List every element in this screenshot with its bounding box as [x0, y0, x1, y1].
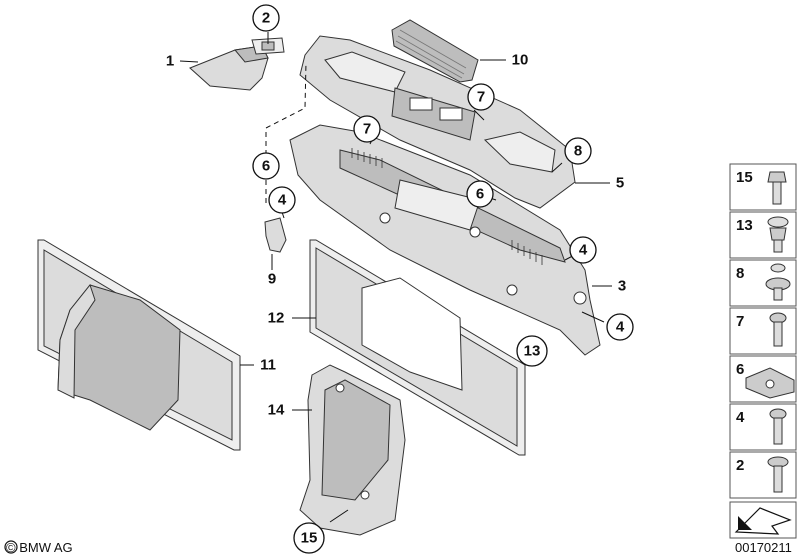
callout-7-left[interactable]: 7: [353, 115, 381, 143]
svg-text:2: 2: [262, 10, 270, 27]
legend-item-8[interactable]: 8: [729, 259, 797, 307]
washer-screw-icon: [767, 456, 789, 493]
hex-bolt-icon: [767, 171, 787, 205]
svg-text:7: 7: [477, 89, 485, 106]
svg-text:13: 13: [524, 343, 541, 360]
svg-text:8: 8: [574, 143, 582, 160]
part-11-side-panel: [37, 239, 241, 451]
diagram-number: 00170211: [735, 540, 792, 555]
callout-6-centre[interactable]: 6: [466, 180, 494, 208]
svg-text:14: 14: [268, 402, 285, 419]
legend-item-6[interactable]: 6: [729, 355, 797, 403]
part-12-floor-panel: [309, 239, 526, 456]
svg-text:4: 4: [579, 242, 588, 259]
expanding-rivet-icon: [767, 216, 789, 253]
callout-13[interactable]: 13: [516, 335, 548, 367]
part-14-side-bracket: [299, 364, 406, 536]
callout-7-top[interactable]: 7: [467, 83, 495, 111]
legend-item-4[interactable]: 4: [729, 403, 797, 451]
part-2-clip: [251, 37, 285, 55]
callout-11[interactable]: 11: [260, 357, 276, 374]
svg-text:15: 15: [301, 530, 318, 547]
callout-4-lower[interactable]: 4: [606, 313, 634, 341]
callout-12[interactable]: 12: [268, 310, 285, 327]
footer: © BMW AG 00170211: [4, 540, 792, 555]
callout-15[interactable]: 15: [293, 522, 325, 554]
part-3-cross-member: [289, 124, 601, 356]
svg-text:7: 7: [736, 313, 744, 330]
legend-item-7[interactable]: 7: [729, 307, 797, 355]
spring-nut-icon: [745, 367, 795, 399]
push-clip-icon: [765, 263, 791, 301]
torx-screw-icon: [769, 408, 787, 445]
legend-item-13[interactable]: 13: [729, 211, 797, 259]
svg-text:4: 4: [736, 409, 745, 426]
svg-text:1: 1: [166, 53, 174, 70]
callout-10[interactable]: 10: [512, 52, 529, 69]
screw-icon: [769, 312, 787, 347]
svg-text:8: 8: [736, 265, 744, 282]
part-5-upper-trim: [299, 35, 576, 209]
svg-text:7: 7: [363, 121, 371, 138]
svg-text:3: 3: [618, 278, 626, 295]
svg-text:6: 6: [262, 158, 270, 175]
callout-1[interactable]: 1: [166, 53, 174, 70]
svg-text:4: 4: [278, 192, 287, 209]
svg-text:2: 2: [736, 457, 744, 474]
svg-text:12: 12: [268, 310, 285, 327]
svg-text:5: 5: [616, 175, 624, 192]
nav-arrow-icon[interactable]: [729, 501, 797, 539]
copyright-text: © BMW AG: [6, 540, 73, 555]
svg-text:9: 9: [268, 271, 276, 288]
callout-6-left[interactable]: 6: [252, 152, 280, 180]
svg-text:15: 15: [736, 169, 753, 186]
svg-text:6: 6: [476, 186, 484, 203]
svg-text:13: 13: [736, 217, 753, 234]
callout-5[interactable]: 5: [616, 175, 624, 192]
callout-8[interactable]: 8: [564, 137, 592, 165]
fastener-legend: 15 13 8: [729, 163, 797, 539]
svg-text:6: 6: [736, 361, 744, 378]
legend-item-15[interactable]: 15: [729, 163, 797, 211]
svg-text:11: 11: [260, 357, 276, 374]
svg-text:10: 10: [512, 52, 529, 69]
callout-3[interactable]: 3: [618, 278, 626, 295]
legend-item-2[interactable]: 2: [729, 451, 797, 499]
svg-text:4: 4: [616, 319, 625, 336]
bmw-roundel-icon: [4, 540, 18, 554]
callout-14[interactable]: 14: [268, 402, 285, 419]
callout-4-right[interactable]: 4: [569, 236, 597, 264]
callout-4-top[interactable]: 4: [268, 186, 296, 214]
callout-2[interactable]: 2: [252, 4, 280, 32]
part-10-strip: [391, 19, 479, 83]
part-9-bracket: [264, 217, 287, 253]
callout-9[interactable]: 9: [268, 271, 276, 288]
